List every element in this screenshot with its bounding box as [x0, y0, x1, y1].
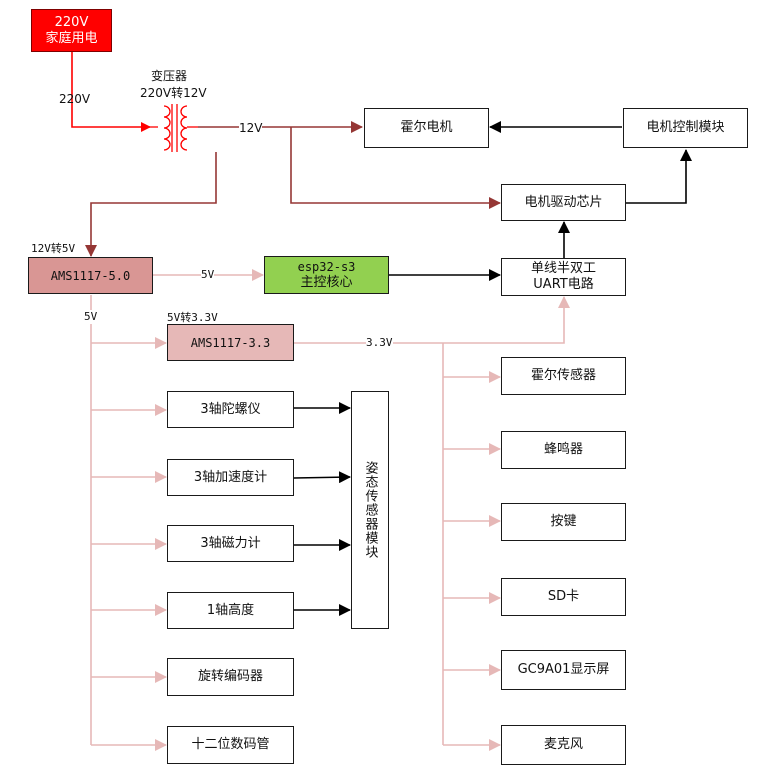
transformer-spec: 220V转12V [140, 86, 207, 100]
uart-line2: UART电路 [533, 277, 594, 292]
ams1117-5v-node: AMS1117-5.0 [28, 257, 153, 294]
transformer-title: 变压器 [151, 69, 188, 83]
wire-12v-to-motor-driver [290, 127, 501, 209]
uart-line1: 单线半双工 [530, 261, 596, 276]
wire-accel-to-attitude [293, 471, 351, 484]
esp32-chip-text: esp32-s3 [297, 260, 356, 274]
mains-label-text: 家庭用电 [45, 30, 98, 46]
motor-driver-node: 电机驱动芯片 [501, 184, 626, 221]
attitude-module-node: 姿态传感器模块 [351, 391, 389, 629]
hall-motor-node: 霍尔电机 [364, 108, 489, 148]
wire-mains-to-transformer [71, 52, 151, 132]
accelerometer-node: 3轴加速度计 [167, 459, 294, 496]
ams1117-33v-node: AMS1117-3.3 [167, 324, 294, 361]
key-node: 按键 [501, 503, 626, 541]
uart-node: 单线半双工 UART电路 [501, 258, 626, 296]
wire-33v-main [294, 296, 570, 344]
label-12v: 12V [239, 121, 263, 135]
mains-voltage-text: 220V [54, 14, 89, 30]
altitude-node: 1轴高度 [167, 592, 294, 629]
magnetometer-node: 3轴磁力计 [167, 525, 294, 562]
buzzer-node: 蜂鸣器 [501, 431, 626, 469]
motor-control-node: 电机控制模块 [623, 108, 748, 148]
wire-driver-to-ctrl [626, 149, 692, 204]
label-33v: 3.3V [366, 336, 393, 350]
microphone-node: 麦克风 [501, 725, 626, 765]
label-5v-to-33v: 5V转3.3V [167, 311, 218, 324]
label-12v-to-5v: 12V转5V [31, 242, 76, 255]
wire-12v-to-ams50 [85, 152, 217, 257]
label-5v-bus: 5V [84, 310, 98, 324]
sd-card-node: SD卡 [501, 578, 626, 616]
display-node: GC9A01显示屏 [501, 650, 626, 690]
seven-segment-node: 十二位数码管 [167, 726, 294, 764]
esp32-role-text: 主控核心 [300, 275, 353, 290]
esp32-node: esp32-s3 主控核心 [264, 256, 389, 294]
hall-sensor-node: 霍尔传感器 [501, 357, 626, 395]
transformer-icon [150, 104, 198, 152]
mains-power-node: 220V 家庭用电 [31, 9, 112, 52]
gyro-node: 3轴陀螺仪 [167, 391, 294, 428]
label-220v: 220V [59, 92, 91, 106]
attitude-module-label: 姿态传感器模块 [362, 461, 378, 559]
label-5v-esp: 5V [201, 268, 215, 282]
rotary-encoder-node: 旋转编码器 [167, 658, 294, 696]
